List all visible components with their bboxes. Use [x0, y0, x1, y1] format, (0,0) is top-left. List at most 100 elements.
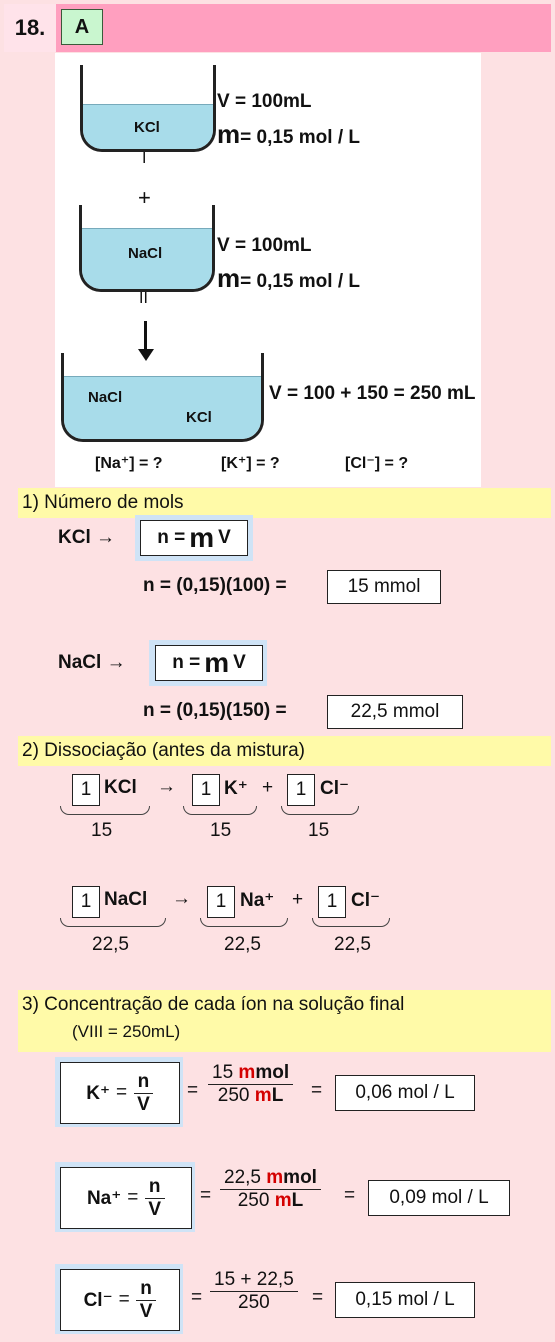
na-den-m: m [274, 1190, 292, 1211]
k-result: 0,06 mol / L [335, 1075, 475, 1111]
beaker-nacl: NaCl [79, 205, 215, 292]
cl-num: 15 + 22,5 [210, 1269, 298, 1292]
reactant-kcl: KCl [104, 777, 137, 798]
step3-title: 3) Concentração de cada íon na solução f… [22, 994, 405, 1015]
beaker2-conc: m= 0,15 mol / L [217, 263, 360, 294]
reactant-nacl: NaCl [104, 889, 148, 910]
beaker2-conc-value: = 0,15 mol / L [240, 271, 360, 292]
amount-nacl: 22,5 [92, 934, 129, 955]
coef-cl: 1 [287, 774, 315, 806]
coef-na: 1 [207, 886, 235, 918]
amount-k: 15 [210, 820, 232, 841]
na-result: 0,09 mol / L [368, 1180, 510, 1216]
answer-badge: A [61, 9, 103, 45]
frac-n: n [136, 1278, 156, 1301]
question-number: 18. [4, 4, 56, 52]
formula-v: V [233, 652, 246, 673]
k-ion: K⁺ [86, 1082, 110, 1104]
ion-cl2: Cl⁻ [351, 890, 381, 911]
question-cl: [Cl⁻] = ? [345, 455, 409, 472]
k-den-m: m [254, 1085, 272, 1106]
mixing-figure: KCl V = 100mL m= 0,15 mol / L I + NaCl V… [55, 53, 481, 487]
na-den-unit: L [291, 1190, 304, 1211]
na-den: 250 [237, 1190, 270, 1211]
step2-title: 2) Dissociação (antes da mistura) [18, 736, 551, 766]
amount-cl2: 22,5 [334, 934, 371, 955]
formula-n: n = [157, 527, 186, 548]
mixture-volume: V = 100 + 150 = 250 mL [269, 383, 476, 404]
step1-title: 1) Número de mols [18, 488, 551, 518]
formula-m: m [204, 647, 230, 678]
mixture-label-nacl: NaCl [88, 389, 123, 406]
mixture-label-kcl: KCl [186, 409, 212, 426]
plus-sign: + [138, 185, 151, 210]
step3-volume-note: (VIII = 250mL) [72, 1022, 181, 1041]
step1-nacl-formula: n = m V [155, 645, 263, 681]
arrow-kcl: → [157, 776, 176, 797]
cl-den: 250 [238, 1292, 270, 1313]
ion-cl: Cl⁻ [320, 778, 350, 799]
roman-two: II [139, 290, 148, 307]
down-arrow-shaft [144, 321, 147, 351]
formula-n: n = [172, 652, 201, 673]
plus-kcl: + [262, 777, 274, 798]
amount-cl: 15 [308, 820, 330, 841]
na-calc-fraction: 22,5 mmol 250 mL [220, 1167, 321, 1212]
brace-cl [281, 806, 359, 815]
beaker1-volume: V = 100mL [217, 91, 312, 112]
ion-na: Na⁺ [240, 890, 275, 911]
amount-kcl: 15 [91, 820, 113, 841]
step1-kcl-species: KCl → [58, 527, 115, 548]
na-ion: Na⁺ [86, 1187, 122, 1209]
coef-k: 1 [192, 774, 220, 806]
frac-v: V [137, 1093, 150, 1115]
step3-title-block: 3) Concentração de cada íon na solução f… [18, 990, 551, 1052]
formula-m: m [189, 522, 215, 553]
coef-cl2: 1 [318, 886, 346, 918]
cl-ion: Cl⁻ [83, 1289, 113, 1311]
formula-v: V [218, 527, 231, 548]
step1-kcl-formula: n = m V [140, 520, 248, 556]
brace-nacl [60, 918, 166, 927]
down-arrow-icon [138, 349, 154, 361]
na-num: 22,5 [224, 1167, 261, 1188]
k-num-m: m [238, 1062, 256, 1083]
coef-kcl: 1 [72, 774, 100, 806]
plus-nacl: + [292, 889, 304, 910]
conc-symbol: m [217, 119, 241, 149]
k-num: 15 [212, 1062, 234, 1083]
beaker-mixture: NaCl KCl [61, 353, 264, 442]
cl-result: 0,15 mol / L [335, 1282, 475, 1318]
beaker-kcl: KCl [80, 65, 216, 152]
k-num-unit: mol [255, 1062, 290, 1083]
k-den-unit: L [271, 1085, 284, 1106]
step1-kcl-calc: n = (0,15)(100) = [143, 575, 287, 596]
step1-kcl-result: 15 mmol [327, 570, 441, 604]
na-num-unit: mol [283, 1167, 317, 1188]
beaker-kcl-label: KCl [134, 119, 160, 136]
k-den: 250 [217, 1085, 250, 1106]
beaker2-volume: V = 100mL [217, 235, 312, 256]
step1-nacl-species: NaCl → [58, 652, 126, 673]
frac-n: n [144, 1176, 165, 1199]
brace-k [183, 806, 257, 815]
beaker1-conc-value: = 0,15 mol / L [240, 127, 360, 148]
brace-cl2 [312, 918, 390, 927]
frac-n: n [133, 1071, 154, 1094]
cl-calc-fraction: 15 + 22,5 250 [210, 1269, 298, 1314]
frac-v: V [148, 1198, 162, 1220]
amount-na: 22,5 [224, 934, 261, 955]
question-k: [K⁺] = ? [221, 455, 280, 472]
arrow-nacl: → [172, 888, 191, 909]
beaker-nacl-label: NaCl [128, 245, 163, 262]
k-calc-fraction: 15 mmol 250 mL [208, 1062, 294, 1107]
conc-symbol: m [217, 263, 241, 293]
ion-k: K⁺ [224, 778, 248, 799]
frac-v: V [139, 1300, 153, 1322]
